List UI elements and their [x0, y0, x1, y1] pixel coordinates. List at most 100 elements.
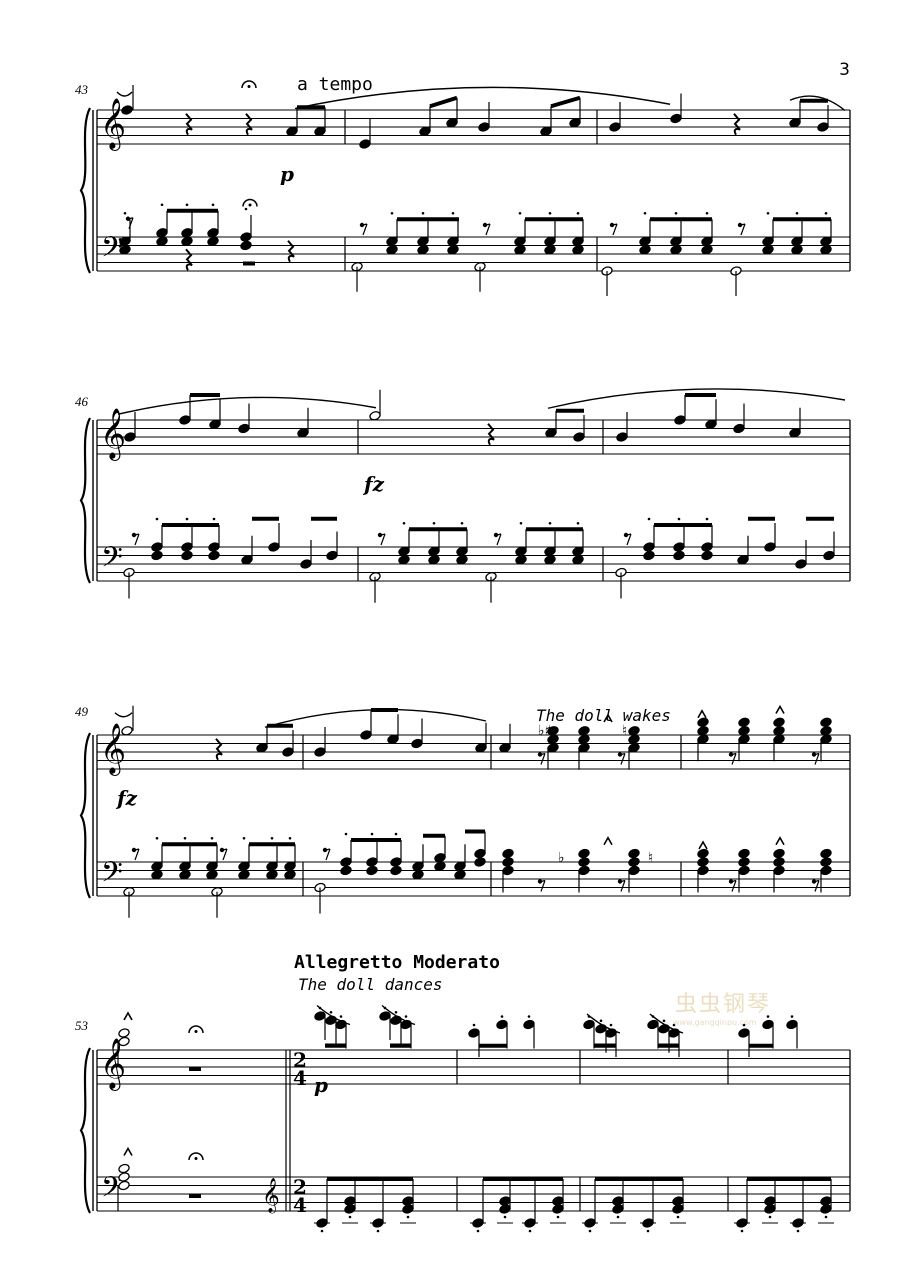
eighth-rest-dot	[617, 879, 623, 884]
notehead	[697, 848, 709, 859]
bass-staff	[97, 861, 850, 897]
dynamic-piano-1: p	[280, 162, 294, 186]
notehead	[419, 126, 431, 136]
notehead	[366, 865, 378, 876]
eighth-rest-dot	[617, 752, 623, 757]
notehead	[297, 428, 309, 438]
notehead	[468, 1028, 480, 1038]
staccato-dot	[528, 1229, 532, 1233]
staccato-dot	[155, 836, 159, 840]
staccato-dot	[548, 521, 552, 525]
notehead	[238, 870, 250, 880]
system-3-notes: ♭♯♮♭♮	[114, 704, 832, 918]
notehead	[697, 717, 709, 727]
notehead	[697, 726, 709, 736]
notehead	[300, 559, 312, 569]
notehead	[151, 861, 163, 871]
notehead	[515, 546, 527, 556]
notehead	[282, 747, 294, 757]
notehead	[179, 870, 191, 880]
notehead	[773, 848, 785, 859]
system-1: 𝄞𝄢	[79, 98, 851, 274]
notehead	[612, 1196, 624, 1206]
eighth-rest-stem	[814, 753, 820, 765]
notehead	[502, 857, 514, 867]
notehead	[791, 245, 803, 255]
notehead	[616, 432, 628, 442]
notehead	[569, 118, 581, 128]
notehead	[360, 730, 372, 740]
slur	[264, 708, 487, 728]
notehead	[672, 1196, 684, 1206]
slur	[789, 95, 846, 112]
marcato-icon	[775, 836, 785, 846]
flat-accidental: ♭	[558, 850, 565, 866]
notehead	[379, 1011, 391, 1021]
notehead	[572, 555, 584, 565]
notehead	[502, 848, 514, 859]
notehead	[208, 550, 220, 561]
natural-accidental: ♮	[622, 723, 627, 739]
eighth-rest-stem	[134, 533, 140, 546]
notehead	[447, 236, 459, 246]
notehead	[181, 236, 193, 246]
notehead	[151, 550, 163, 561]
notehead	[820, 726, 832, 736]
staccato-dot	[390, 211, 394, 215]
notehead	[791, 236, 803, 246]
staccato-dot	[705, 211, 709, 215]
allegretto-moderato-marking: Allegretto Moderato	[294, 952, 500, 973]
notehead	[369, 411, 381, 421]
quarter-rest	[245, 113, 253, 136]
eighth-rest-dot	[811, 879, 817, 884]
time-signature-top: 2	[293, 1048, 307, 1072]
notehead	[820, 857, 832, 867]
notehead	[428, 546, 440, 556]
notehead	[820, 245, 832, 255]
marcato-icon	[123, 1011, 133, 1021]
notehead	[179, 415, 191, 425]
staccato-dot	[705, 517, 709, 521]
eighth-rest-stem	[222, 848, 228, 861]
staccato-dot	[160, 203, 164, 207]
staccato-dot	[211, 203, 215, 207]
system-4-notes	[117, 1004, 834, 1233]
bass-clef-icon: 𝄢	[101, 856, 123, 896]
notehead	[344, 1196, 356, 1206]
notehead	[817, 122, 829, 132]
notehead	[179, 861, 191, 871]
watermark-logo: 虫虫钢琴 www.gangqinpu.com	[625, 984, 795, 1036]
treble-staff	[97, 109, 850, 145]
notehead	[764, 542, 776, 552]
staccato-dot	[576, 211, 580, 215]
notehead	[446, 118, 458, 128]
notehead	[572, 546, 584, 556]
staccato-dot	[796, 1229, 800, 1233]
notehead	[786, 1019, 798, 1030]
staccato-dot	[402, 521, 406, 525]
notehead	[207, 236, 219, 246]
marcato-icon	[603, 713, 613, 723]
measure-number-53: 53	[75, 1018, 88, 1033]
staccato-dot	[556, 1215, 560, 1219]
eighth-rest-stem	[540, 753, 546, 765]
notehead	[820, 1196, 832, 1206]
notehead	[705, 419, 717, 429]
eighth-rest-dot	[219, 847, 225, 853]
staccato-dot	[740, 1229, 744, 1233]
notehead	[181, 550, 193, 561]
staccato-dot	[616, 1215, 620, 1219]
staccato-dot	[519, 521, 523, 525]
fermata-dot	[194, 1157, 198, 1160]
half-rest	[243, 261, 255, 266]
notehead	[738, 1028, 750, 1038]
eighth-rest-dot	[131, 847, 137, 853]
marcato-icon	[603, 836, 613, 846]
notehead	[286, 126, 298, 136]
eighth-rest-dot	[125, 216, 131, 221]
notehead	[268, 542, 280, 552]
notehead	[206, 861, 218, 871]
notehead	[454, 861, 466, 871]
notehead	[609, 122, 621, 132]
